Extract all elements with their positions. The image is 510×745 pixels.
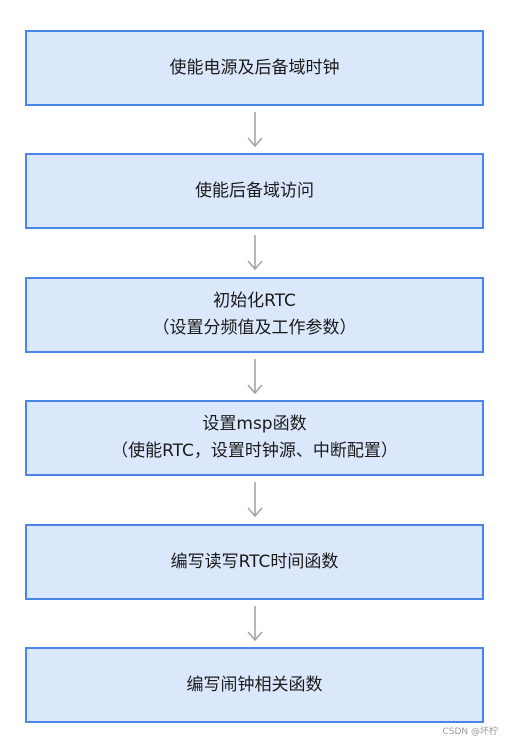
flow-arrow-3 [245,357,265,397]
down-arrow-icon [247,359,263,395]
flow-arrow-2 [245,233,265,273]
flow-arrow-4 [245,480,265,520]
step-5-label: 编写读写RTC时间函数 [170,551,339,572]
step-write-alarm-functions: 编写闹钟相关函数 [25,647,484,723]
step-4-label-line-2: （使能RTC，设置时钟源、中断配置） [111,441,398,461]
step-4-label-line-1: 设置msp函数 [202,414,307,434]
step-3-label-line-2: （设置分频值及工作参数） [152,318,357,338]
flow-arrow-5 [245,604,265,644]
step-enable-power-backup-clock: 使能电源及后备域时钟 [25,30,484,106]
flow-arrow-1 [245,110,265,150]
step-enable-backup-domain-access: 使能后备域访问 [25,153,484,229]
step-3-label-line-1: 初始化RTC [213,291,296,311]
down-arrow-icon [247,112,263,148]
step-set-msp-function: 设置msp函数 （使能RTC，设置时钟源、中断配置） [25,400,484,476]
down-arrow-icon [247,606,263,642]
down-arrow-icon [247,482,263,518]
step-init-rtc: 初始化RTC （设置分频值及工作参数） [25,277,484,353]
step-2-label: 使能后备域访问 [195,180,314,201]
watermark: CSDN @坏柠 [442,727,498,737]
step-1-label: 使能电源及后备域时钟 [169,57,340,78]
step-write-rtc-time-functions: 编写读写RTC时间函数 [25,524,484,600]
step-6-label: 编写闹钟相关函数 [186,674,323,695]
down-arrow-icon [247,235,263,271]
